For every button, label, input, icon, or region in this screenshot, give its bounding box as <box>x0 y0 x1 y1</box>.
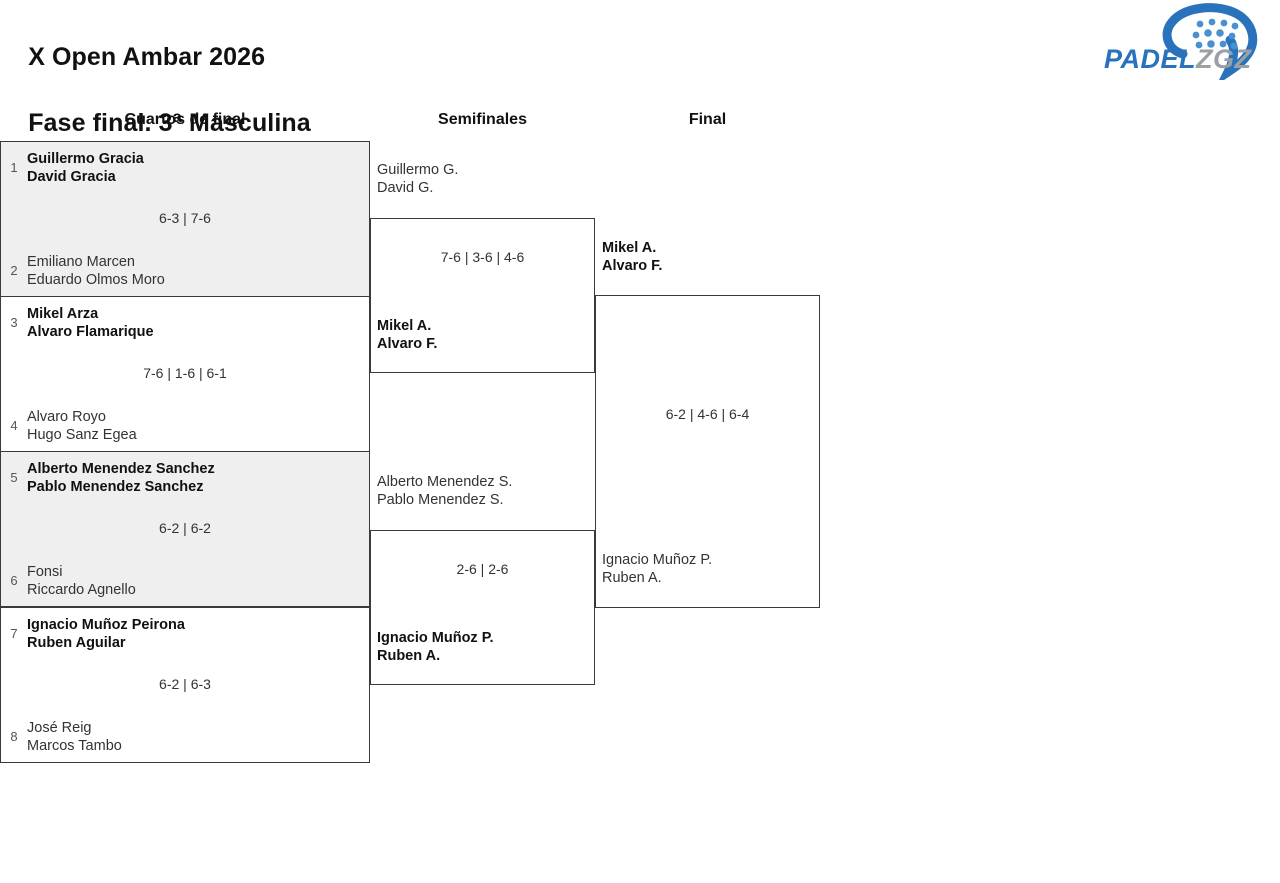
player-name-1: Mikel Arza <box>27 306 99 322</box>
semifinal-1-team-top: Guillermo G. David G. <box>377 161 458 197</box>
padelzgz-logo: PADELZGZ <box>1088 2 1278 86</box>
match-score: 7-6 | 1-6 | 6-1 <box>143 365 227 381</box>
team-names: José Reig Marcos Tambo <box>27 719 122 755</box>
player-name-1: Ignacio Muñoz P. <box>377 630 494 646</box>
seed-number: 5 <box>10 470 18 485</box>
match-score: 6-2 | 4-6 | 6-4 <box>665 406 750 422</box>
brand-wordmark: PADELZGZ <box>1104 44 1252 74</box>
seed-number: 6 <box>10 573 18 588</box>
round-header-quarterfinals: Cuartos de final <box>124 111 246 128</box>
player-name-1: Mikel A. <box>602 240 657 256</box>
player-name-2: Ruben A. <box>377 648 441 664</box>
player-name-2: David Gracia <box>27 169 116 185</box>
match-box-semifinal-2[interactable]: 2-6 | 2-6 <box>370 530 595 685</box>
match-score: 6-2 | 6-2 <box>159 520 211 536</box>
player-name-1: Ignacio Muñoz P. <box>602 552 713 568</box>
team-names: Fonsi Riccardo Agnello <box>27 563 136 599</box>
player-name-1: Emiliano Marcen <box>27 254 135 270</box>
seed-number: 4 <box>10 418 18 433</box>
match-slot-top[interactable]: 5 Alberto Menendez Sanchez Pablo Menende… <box>1 460 369 496</box>
final-team-bottom: Ignacio Muñoz P. Ruben A. <box>602 551 712 587</box>
team-names: Mikel Arza Alvaro Flamarique <box>27 305 154 341</box>
team-names: Ignacio Muñoz Peirona Ruben Aguilar <box>27 616 185 652</box>
player-name-1: José Reig <box>27 720 92 736</box>
page-title-line2: Fase final. 3ª Masculina <box>28 109 311 137</box>
player-name-1: Mikel A. <box>377 318 432 334</box>
player-name-2: Pablo Menendez S. <box>377 492 504 508</box>
player-name-2: Alvaro F. <box>377 336 438 352</box>
match-box-quarterfinal-2[interactable]: 3 Mikel Arza Alvaro Flamarique 7-6 | 1-6… <box>0 296 370 452</box>
player-name-1: Guillermo G. <box>377 162 459 178</box>
semifinal-2-team-bottom: Ignacio Muñoz P. Ruben A. <box>377 629 494 665</box>
semifinal-1-team-bottom: Mikel A. Alvaro F. <box>377 317 437 353</box>
seed-number: 8 <box>10 729 18 744</box>
player-name-1: Fonsi <box>27 564 63 580</box>
brand-word-zgz: ZGZ <box>1196 44 1252 74</box>
seed-number: 7 <box>10 626 18 641</box>
match-score: 6-2 | 6-3 <box>159 676 211 692</box>
player-name-2: Marcos Tambo <box>27 738 122 754</box>
player-name-2: Hugo Sanz Egea <box>27 427 137 443</box>
seed-number: 2 <box>10 263 18 278</box>
round-header-semifinals: Semifinales <box>438 111 527 128</box>
seed-number: 3 <box>10 315 18 330</box>
match-score: 2-6 | 2-6 <box>456 561 509 577</box>
brand-word-padel: PADEL <box>1104 44 1197 74</box>
player-name-2: Eduardo Olmos Moro <box>27 272 165 288</box>
player-name-1: Alberto Menendez S. <box>377 474 513 490</box>
match-slot-bottom[interactable]: 4 Alvaro Royo Hugo Sanz Egea <box>1 408 369 444</box>
match-slot-top[interactable]: 3 Mikel Arza Alvaro Flamarique <box>1 305 369 341</box>
player-name-1: Ignacio Muñoz Peirona <box>27 617 185 633</box>
match-score: 7-6 | 3-6 | 4-6 <box>440 249 525 265</box>
semifinal-2-team-top: Alberto Menendez S. Pablo Menendez S. <box>377 473 512 509</box>
page-title: X Open Ambar 2026 Fase final. 3ª Masculi… <box>0 8 311 173</box>
page-title-line1: X Open Ambar 2026 <box>28 43 266 71</box>
seed-number: 1 <box>10 160 18 175</box>
match-slot-bottom[interactable]: 8 José Reig Marcos Tambo <box>1 719 369 755</box>
player-name-2: Ruben A. <box>602 570 662 586</box>
match-slot-top[interactable]: 7 Ignacio Muñoz Peirona Ruben Aguilar <box>1 616 369 652</box>
player-name-1: Alberto Menendez Sanchez <box>27 461 215 477</box>
match-score: 6-3 | 7-6 <box>159 210 211 226</box>
match-box-quarterfinal-1[interactable]: 1 Guillermo Gracia David Gracia 6-3 | 7-… <box>0 141 370 297</box>
player-name-2: Pablo Menendez Sanchez <box>27 479 204 495</box>
match-box-quarterfinal-3[interactable]: 5 Alberto Menendez Sanchez Pablo Menende… <box>0 451 370 607</box>
player-name-2: Alvaro Flamarique <box>27 324 154 340</box>
team-names: Guillermo Gracia David Gracia <box>27 150 144 186</box>
padel-racket-icon <box>1162 3 1258 86</box>
final-team-top: Mikel A. Alvaro F. <box>602 239 662 275</box>
match-slot-bottom[interactable]: 2 Emiliano Marcen Eduardo Olmos Moro <box>1 253 369 289</box>
team-names: Alvaro Royo Hugo Sanz Egea <box>27 408 137 444</box>
match-box-quarterfinal-4[interactable]: 7 Ignacio Muñoz Peirona Ruben Aguilar 6-… <box>0 607 370 763</box>
match-slot-top[interactable]: 1 Guillermo Gracia David Gracia <box>1 150 369 186</box>
match-box-final[interactable]: 6-2 | 4-6 | 6-4 <box>595 295 820 608</box>
player-name-1: Alvaro Royo <box>27 409 106 425</box>
team-names: Emiliano Marcen Eduardo Olmos Moro <box>27 253 165 289</box>
player-name-2: Ruben Aguilar <box>27 635 126 651</box>
player-name-1: Guillermo Gracia <box>27 151 144 167</box>
match-box-semifinal-1[interactable]: 7-6 | 3-6 | 4-6 <box>370 218 595 373</box>
round-header-final: Final <box>688 111 727 128</box>
team-names: Alberto Menendez Sanchez Pablo Menendez … <box>27 460 215 496</box>
player-name-2: David G. <box>377 180 434 196</box>
player-name-2: Riccardo Agnello <box>27 582 136 598</box>
match-slot-bottom[interactable]: 6 Fonsi Riccardo Agnello <box>1 563 369 599</box>
player-name-2: Alvaro F. <box>602 258 663 274</box>
